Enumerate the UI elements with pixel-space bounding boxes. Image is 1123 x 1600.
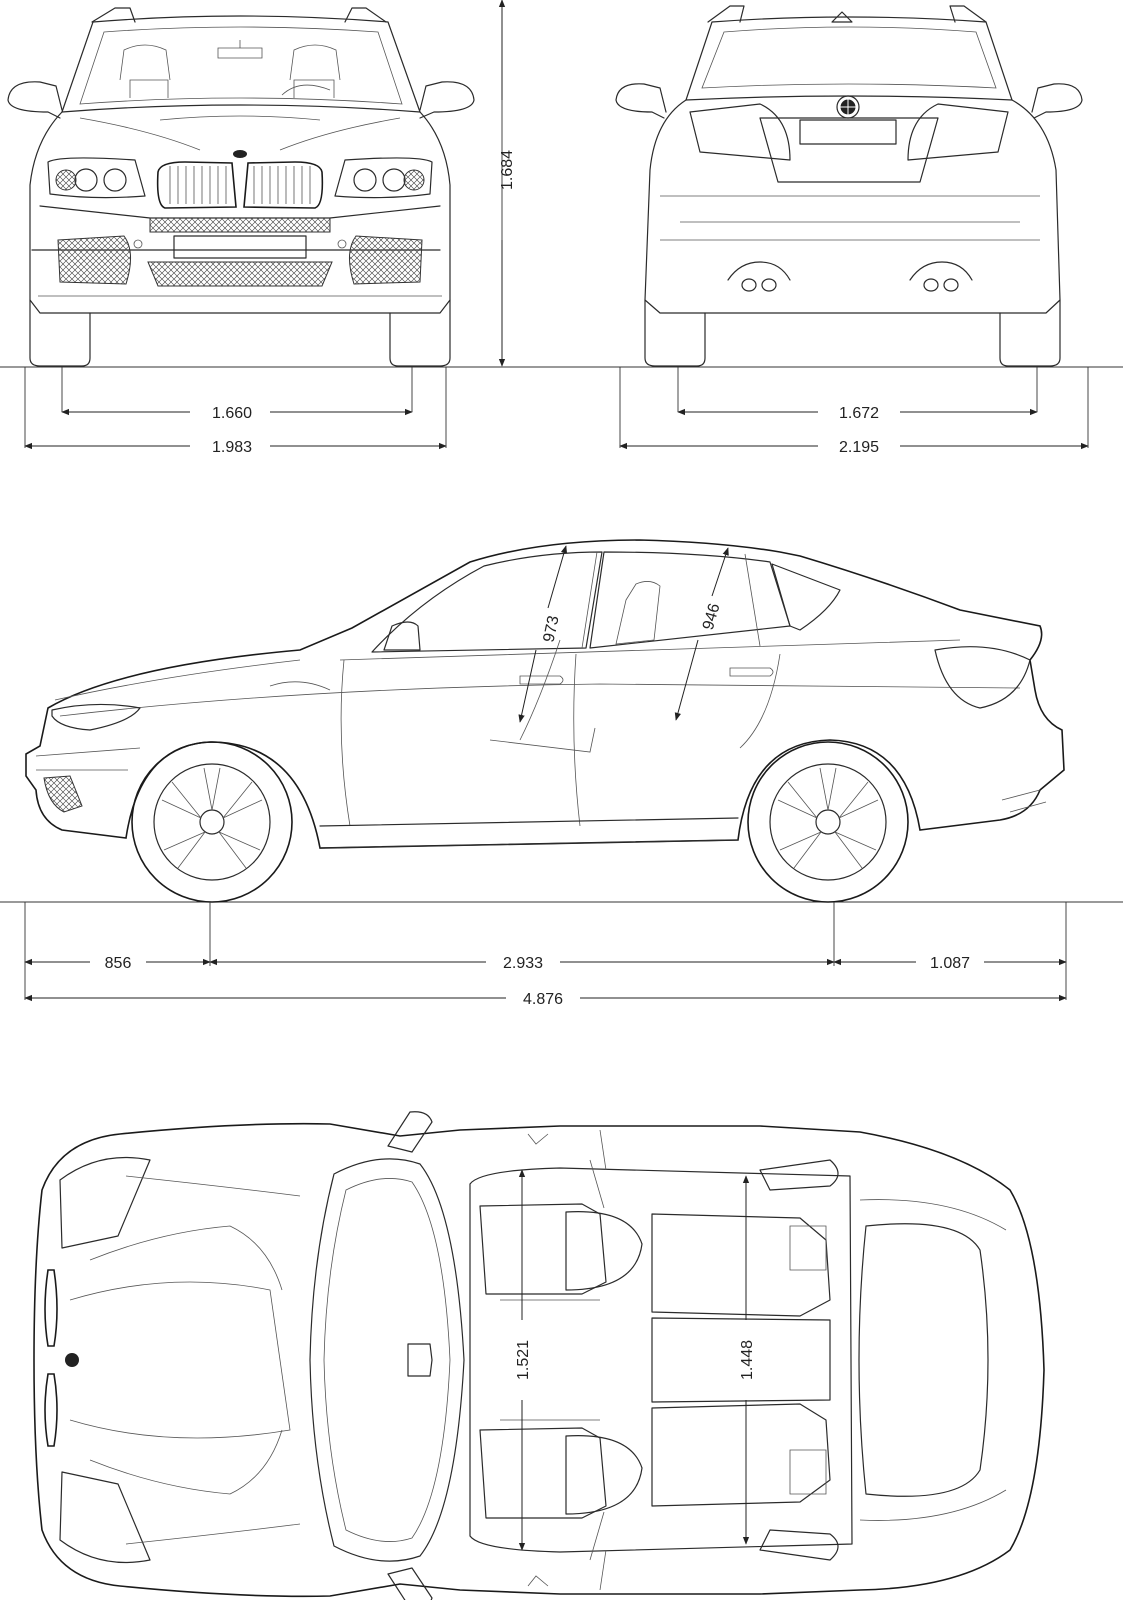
overall-length-label: 4.876 [523, 991, 563, 1008]
front-headroom-label: 973 [541, 614, 563, 644]
rear-overhang-label: 1.087 [930, 955, 970, 972]
top-view [33, 1111, 1045, 1600]
side-view-headroom-dimensions: 973 946 [518, 545, 729, 723]
front-shoulder-width-label: 1.521 [515, 1340, 532, 1380]
front-width-label: 1.983 [212, 439, 252, 456]
front-view [0, 7, 1123, 368]
front-track-label: 1.660 [212, 405, 252, 422]
side-view-length-dimensions: 856 2.933 1.087 4.876 [24, 902, 1067, 1008]
wheelbase-label: 2.933 [503, 955, 543, 972]
front-view-dimensions: 1.684 1.660 1.983 [24, 0, 516, 456]
front-overhang-label: 856 [105, 955, 132, 972]
side-view [0, 539, 1123, 903]
rear-width-label: 2.195 [839, 439, 879, 456]
rear-track-label: 1.672 [839, 405, 879, 422]
front-height-label: 1.684 [499, 150, 516, 190]
rear-shoulder-width-label: 1.448 [739, 1340, 756, 1380]
rear-headroom-label: 946 [700, 601, 724, 631]
rear-view-dimensions: 1.672 2.195 [619, 367, 1089, 456]
rear-view [615, 5, 1083, 367]
top-view-dimensions: 1.521 1.448 [515, 1169, 756, 1551]
